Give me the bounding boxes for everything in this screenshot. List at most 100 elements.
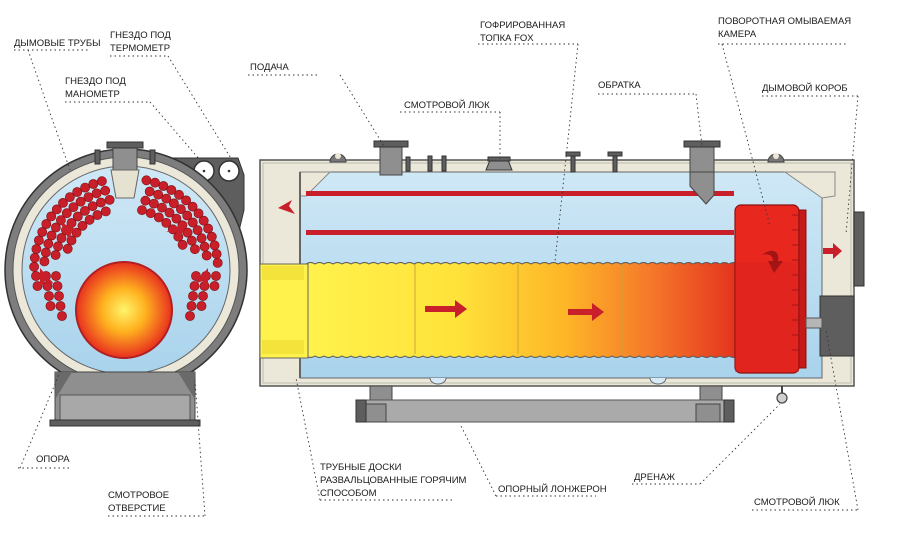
smoke-tube: [51, 222, 61, 233]
support-beam: [355, 399, 735, 423]
label-smoke-tubes: ДЫМОВЫЕ ТРУБЫ: [14, 38, 100, 49]
smoke-tube: [41, 219, 52, 229]
drain-valve: [776, 392, 788, 404]
smoke-tube: [83, 192, 94, 202]
smoke-tube: [65, 192, 75, 202]
smoke-tube: [61, 208, 72, 219]
smoke-tube: [196, 301, 207, 311]
callout-labels: ДЫМОВЫЕ ТРУБЫ ГНЕЗДО ПОД ТЕРМОМЕТР ГНЕЗД…: [14, 16, 851, 514]
smoke-tube: [171, 213, 182, 224]
smoke-tube: [193, 208, 204, 219]
smoke-tube: [153, 212, 164, 223]
smoke-tube: [97, 176, 107, 187]
smoke-tube: [45, 301, 56, 311]
smoke-tube: [46, 211, 57, 222]
smoke-tube: [198, 291, 208, 301]
smoke-tube: [137, 205, 147, 215]
smoke-tube: [37, 227, 48, 237]
smoke-tube: [55, 301, 66, 311]
label-drain: ДРЕНАЖ: [634, 472, 675, 483]
smoke-tube: [186, 235, 197, 246]
smoke-tube: [31, 271, 41, 281]
label-rotary-chamber-2: КАМЕРА: [718, 29, 757, 40]
label-inspection-hatch-bottom: СМОТРОВОЙ ЛЮК: [754, 496, 840, 508]
smoke-tube: [51, 204, 62, 215]
smoke-tube: [144, 186, 155, 197]
label-corrugated-furnace-2: ТОПКА FOX: [480, 33, 534, 44]
smoke-tube: [189, 281, 200, 291]
smoke-tube: [209, 281, 220, 291]
smoke-tube: [158, 181, 169, 191]
smoke-tube: [29, 261, 39, 272]
label-tube-plates-1: ТРУБНЫЕ ДОСКИ: [320, 462, 402, 473]
smoke-tube: [191, 271, 201, 281]
front-view: [4, 141, 248, 427]
smoke-tube: [54, 291, 64, 301]
smoke-tube: [92, 210, 103, 220]
label-tube-plates-3: СПОСОБОМ: [320, 488, 377, 499]
smoke-tube: [140, 195, 151, 206]
label-thermometer-socket-1: ГНЕЗДО ПОД: [110, 30, 171, 41]
smoke-tube: [166, 185, 177, 195]
front-furnace-flame: [75, 261, 173, 359]
smoke-tube: [185, 311, 195, 321]
smoke-tube: [212, 257, 223, 268]
smoke-tube: [43, 238, 54, 249]
label-smoke-box: ДЫМОВОЙ КОРОБ: [762, 82, 848, 94]
smoke-tube: [91, 188, 102, 199]
smoke-tube: [52, 281, 63, 291]
smoke-tube: [164, 207, 175, 218]
smoke-tube: [51, 271, 61, 281]
smoke-tube: [201, 250, 212, 261]
smoke-tube: [68, 202, 79, 212]
return-nozzle: [689, 145, 715, 173]
smoke-tube: [161, 193, 172, 204]
label-manometer-socket-2: МАНОМЕТР: [65, 89, 120, 100]
smoke-tube: [188, 291, 198, 301]
smoke-tube: [80, 182, 90, 193]
smoke-tube: [75, 196, 86, 207]
smoke-tube: [192, 225, 203, 235]
smoke-box: [853, 211, 865, 287]
side-supports: [355, 385, 735, 423]
smoke-tube: [72, 211, 83, 222]
smoke-tube: [32, 281, 43, 291]
smoke-tube: [53, 241, 63, 252]
front-flow-arrows: [40, 222, 208, 289]
smoke-tube: [57, 311, 67, 321]
smoke-tube: [153, 189, 164, 200]
front-top-nozzle: [112, 147, 138, 171]
smoke-tube: [145, 208, 156, 218]
smoke-tube: [41, 247, 51, 258]
smoke-tube: [77, 220, 88, 231]
label-supply: ПОДАЧА: [250, 62, 289, 73]
smoke-tube: [196, 233, 207, 244]
label-return: ОБРАТКА: [598, 80, 641, 91]
label-rotary-chamber-1: ПОВОРОТНАЯ ОМЫВАЕМАЯ: [718, 16, 851, 27]
side-view: [259, 140, 865, 423]
smoke-tube: [141, 175, 152, 186]
smoke-tube: [100, 206, 111, 217]
label-corrugated-furnace-1: ГОФРИРОВАННАЯ: [480, 20, 565, 31]
label-inspection-opening-1: СМОТРОВОЕ: [108, 490, 169, 501]
smoke-tube: [148, 198, 159, 209]
supply-nozzle: [379, 146, 403, 176]
smoke-tube: [29, 252, 40, 263]
smoke-tube: [34, 235, 44, 246]
smoke-tube: [182, 227, 193, 238]
smoke-tube: [56, 215, 66, 225]
smoke-tube: [50, 250, 61, 260]
smoke-tube: [199, 241, 210, 252]
smoke-tube: [96, 197, 106, 208]
label-thermometer-socket-2: ТЕРМОМЕТР: [110, 43, 170, 54]
smoke-tube: [203, 223, 213, 234]
side-corrugated-furnace: [305, 262, 739, 358]
smoke-tube: [44, 291, 54, 301]
smoke-tube: [187, 201, 198, 212]
smoke-tube: [175, 204, 186, 214]
smoke-tube: [161, 217, 172, 228]
smoke-tube: [46, 230, 57, 241]
smoke-tube: [104, 194, 115, 205]
smoke-tube: [177, 239, 188, 250]
